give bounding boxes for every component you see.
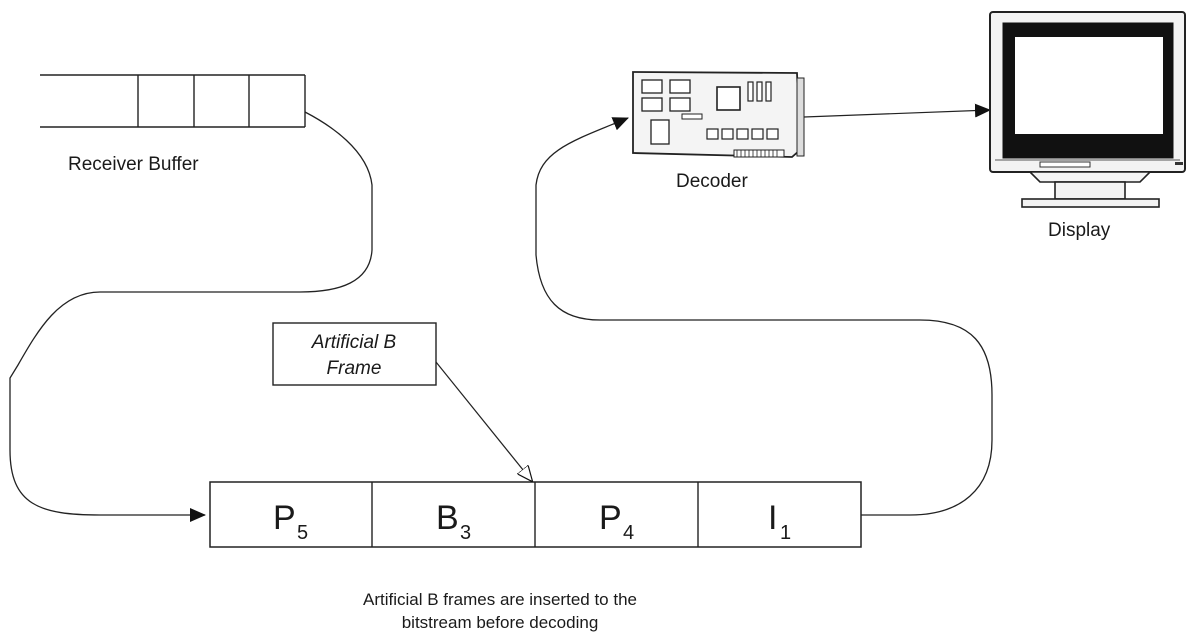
display-label: Display <box>1048 220 1111 241</box>
frames-to-decoder-connector <box>536 118 992 515</box>
frame-subscript: 1 <box>780 522 791 544</box>
frame-letter: P <box>599 499 622 537</box>
caption-line-2: bitstream before decoding <box>300 611 700 634</box>
frame-letter: B <box>436 499 459 537</box>
frame-subscript: 5 <box>297 522 308 544</box>
diagram-caption: Artificial B frames are inserted to the … <box>300 588 700 634</box>
decoder-label: Decoder <box>676 171 748 192</box>
callout-line-1: Artificial B <box>311 332 397 353</box>
frame-subscript: 4 <box>623 522 634 544</box>
frame-subscript: 3 <box>460 522 471 544</box>
frame-letter: I <box>768 499 777 537</box>
decoder-card-image <box>633 72 804 157</box>
frame-sequence: P 5 B 3 P 4 I 1 <box>210 482 861 547</box>
receiver-buffer <box>40 75 305 127</box>
frame-letter: P <box>273 499 296 537</box>
artificial-b-frame-callout: Artificial B Frame <box>273 323 436 385</box>
receiver-buffer-label: Receiver Buffer <box>68 154 199 175</box>
display-monitor-image <box>990 12 1185 207</box>
caption-line-1: Artificial B frames are inserted to the <box>300 588 700 611</box>
decoder-to-display-arrow <box>804 110 990 117</box>
callout-pointer-arrow <box>436 362 532 481</box>
callout-line-2: Frame <box>327 358 382 379</box>
